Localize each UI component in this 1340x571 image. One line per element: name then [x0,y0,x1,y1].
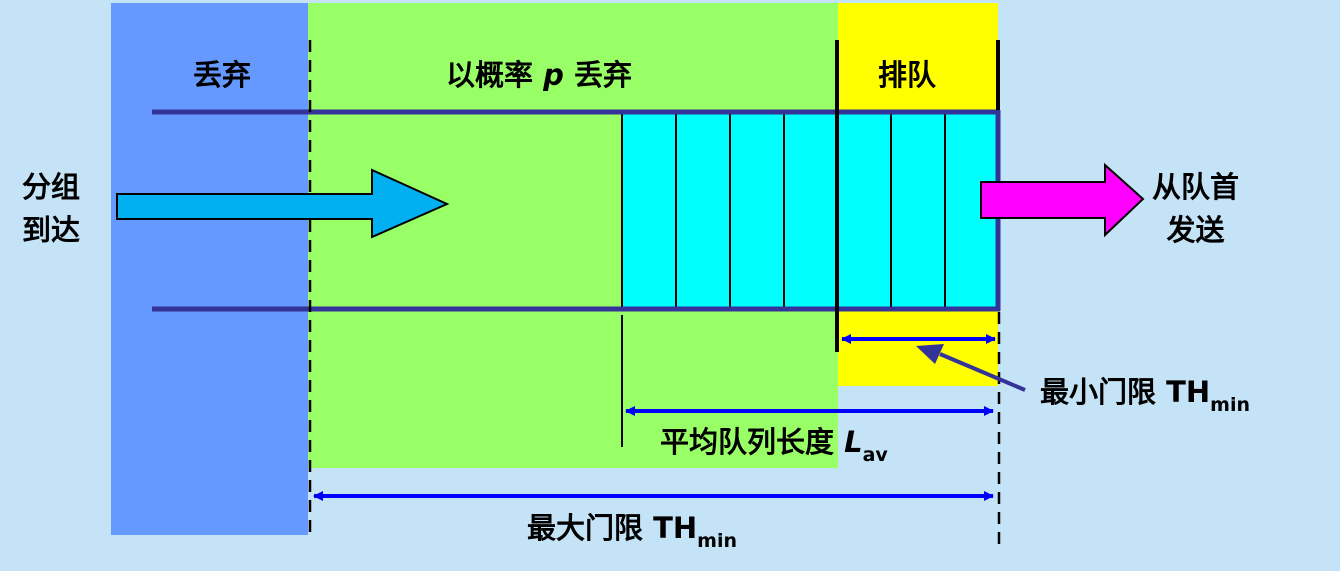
pointer-arrow [916,344,944,364]
arrival-label: 分组 到达 [22,170,81,247]
min-threshold-label: 最小门限 THmin [1040,375,1250,416]
drop-zone [111,3,308,535]
departure-label: 从队首 发送 [1152,170,1240,247]
arrival-arrow [116,168,450,239]
queue-label: 排队 [878,58,937,92]
queue-buffer [621,112,999,309]
avg-queue-label: 平均队列长度 Lav [660,425,888,466]
prob-drop-label: 以概率 p 丢弃 [446,58,633,92]
drop-label: 丢弃 [193,58,252,92]
departure-arrow [980,162,1145,238]
max-threshold-label: 最大门限 THmin [527,511,737,552]
